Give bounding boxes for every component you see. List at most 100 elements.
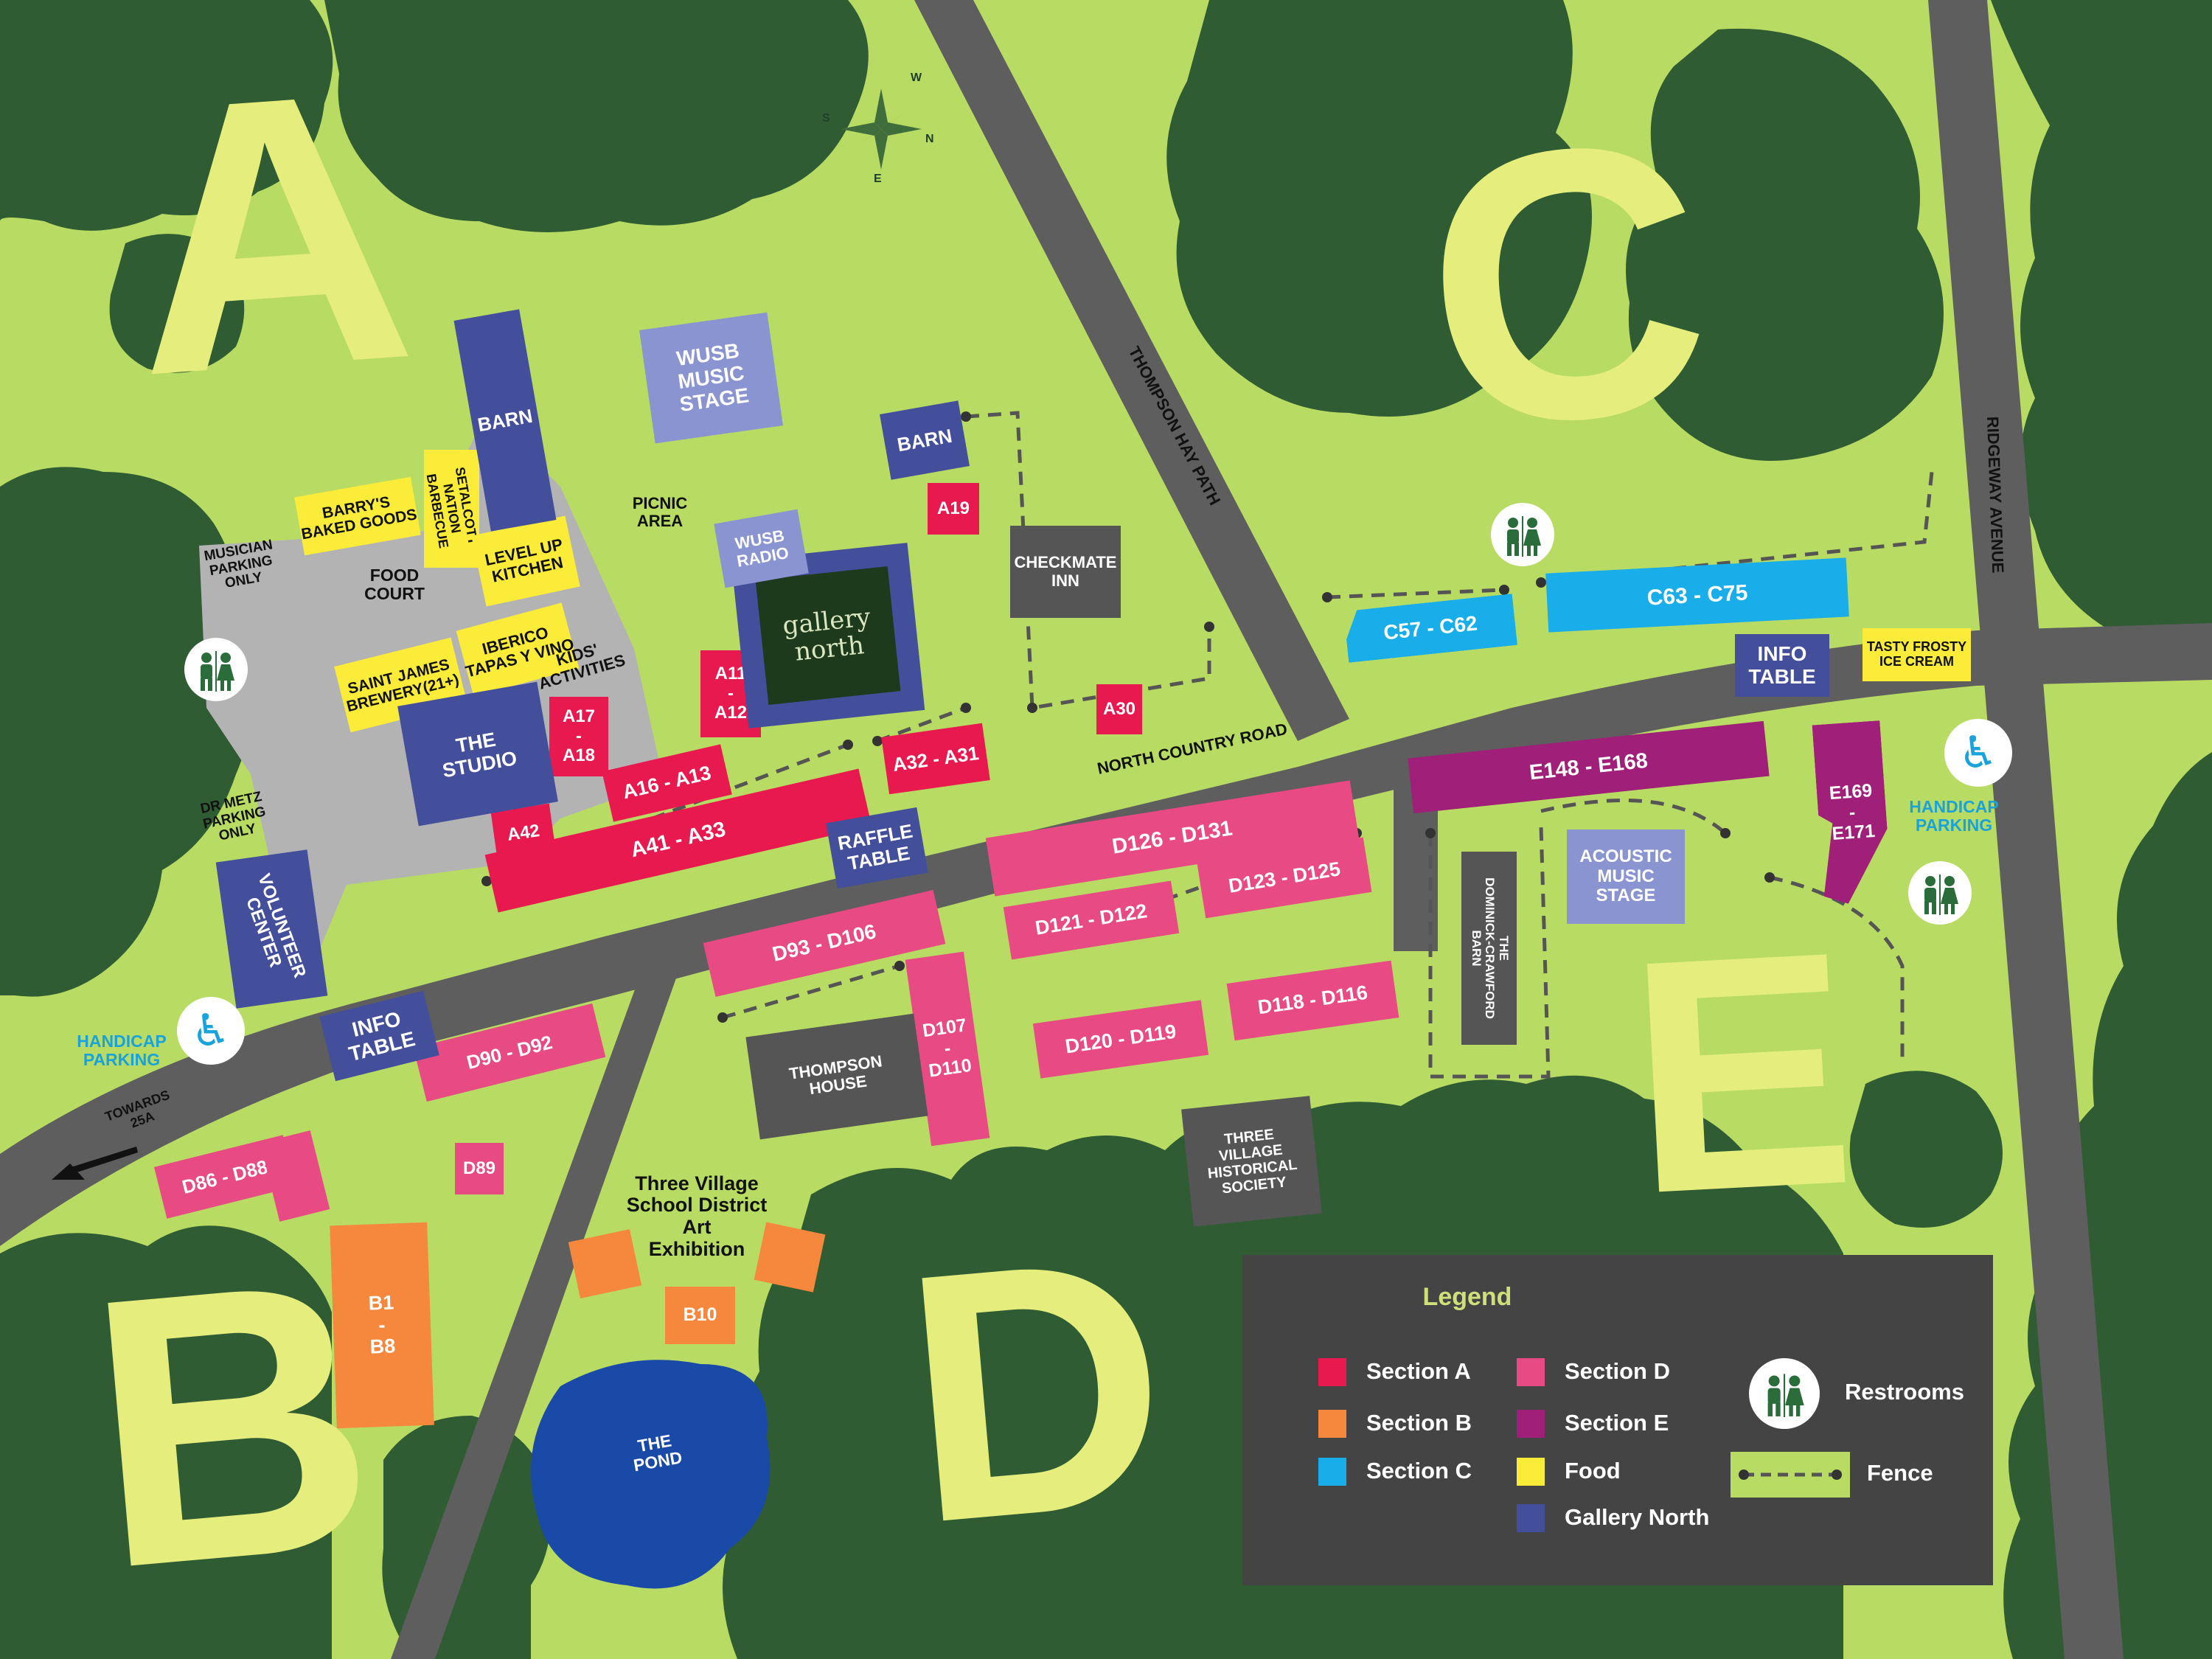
legend-label-section-c: Section C xyxy=(1366,1458,1472,1484)
legend-label-food: Food xyxy=(1565,1458,1621,1484)
compass-n: N xyxy=(925,133,934,145)
booth-b1-b8[interactable]: B1 - B8 xyxy=(330,1222,434,1429)
booth-a19[interactable]: A19 xyxy=(928,483,979,535)
restroom-icon xyxy=(184,638,248,701)
ridgeway-avenue xyxy=(1928,0,2124,1659)
building-label: CHECKMATE INN xyxy=(1014,553,1117,590)
booth-d89[interactable]: D89 xyxy=(455,1143,504,1194)
building-historical-society[interactable]: THREE VILLAGE HISTORICAL SOCIETY xyxy=(1181,1096,1322,1227)
booth-label: B10 xyxy=(683,1304,717,1326)
gallery-label: BARN xyxy=(476,404,535,437)
booth-label: C63 - C75 xyxy=(1646,580,1749,611)
legend-swatch-section-a xyxy=(1318,1358,1346,1386)
arrow-left-icon xyxy=(52,1147,138,1180)
gallery-label: INFO TABLE xyxy=(1748,641,1816,688)
restroom-icon xyxy=(1749,1358,1820,1429)
stage-label: WUSB RADIO xyxy=(734,526,790,571)
section-letter-c: C xyxy=(1410,59,1723,510)
booth-label: B1 - B8 xyxy=(368,1291,396,1358)
compass-rose-icon: N W S E xyxy=(822,72,934,185)
area-label: DR METZ PARKING ONLY xyxy=(198,788,268,845)
compass-e: E xyxy=(874,173,882,185)
legend-swatch-section-b xyxy=(1318,1410,1346,1438)
side-road xyxy=(1394,767,1438,951)
gallery-label: BARN xyxy=(895,424,954,456)
restroom-glyph xyxy=(1767,1374,1804,1417)
food-tasty-frosty[interactable]: TASTY FROSTY ICE CREAM xyxy=(1863,628,1971,681)
section-letter-a: A xyxy=(118,10,424,456)
section-letter-e: E xyxy=(1621,883,1862,1264)
fence-posts xyxy=(481,411,1775,1023)
booth-a42[interactable]: A42 xyxy=(490,803,557,863)
booth-b10[interactable]: B10 xyxy=(665,1287,735,1344)
gallery-label: RAFFLE TABLE xyxy=(835,819,915,874)
food-setalcott-barbecue[interactable]: SETALCOTT NATION BARBECUE xyxy=(424,450,481,568)
booth-label: D89 xyxy=(462,1158,496,1178)
restroom-icon xyxy=(1491,503,1554,566)
building-label: THOMPSON HOUSE xyxy=(787,1051,883,1099)
booth-label: E148 - E168 xyxy=(1528,748,1649,785)
area-label: THE POND xyxy=(632,1430,684,1475)
gallery-label: THE STUDIO xyxy=(440,728,519,782)
label-handicap-parking-east: HANDICAP PARKING xyxy=(1895,794,2013,838)
building-dominick-crawford-barn[interactable]: THE DOMINICK-CRAWFORD BARN xyxy=(1461,852,1517,1045)
legend-panel: Legend Section A Section B Section C Sec… xyxy=(1242,1255,1993,1585)
legend-label-section-b: Section B xyxy=(1366,1410,1472,1436)
gallery-info-table-east[interactable]: INFO TABLE xyxy=(1735,634,1829,697)
booth-label: D121 - D122 xyxy=(1033,900,1149,939)
area-label: FOOD COURT xyxy=(364,565,425,603)
booth-label: D120 - D119 xyxy=(1063,1020,1178,1058)
restroom-glyph xyxy=(201,651,234,692)
booth-label: A42 xyxy=(506,820,541,845)
booth-label: D126 - D131 xyxy=(1110,816,1234,859)
legend-swatch-section-d xyxy=(1517,1358,1545,1386)
booth-label: A16 - A13 xyxy=(620,761,714,804)
gallery-label: INFO TABLE xyxy=(346,1007,418,1066)
booth-label: A19 xyxy=(936,498,970,518)
building-label: THREE VILLAGE HISTORICAL SOCIETY xyxy=(1206,1126,1298,1197)
food-label: TASTY FROSTY ICE CREAM xyxy=(1866,639,1967,669)
food-label: BARRY'S BAKED GOODS xyxy=(299,493,419,543)
building-checkmate-inn[interactable]: CHECKMATE INN xyxy=(1010,526,1121,618)
legend-swatch-section-e xyxy=(1517,1410,1545,1438)
booth-label: A30 xyxy=(1102,698,1136,719)
restroom-icon xyxy=(1908,861,1972,925)
fence-icon xyxy=(1739,1470,1842,1480)
area-label: PICNIC AREA xyxy=(632,493,688,530)
south-road xyxy=(391,951,686,1659)
label-picnic-area: PICNIC AREA xyxy=(616,487,704,538)
booth-a30[interactable]: A30 xyxy=(1096,684,1142,734)
label-handicap-parking-west: HANDICAP PARKING xyxy=(66,1029,177,1073)
area-label: HANDICAP PARKING xyxy=(77,1031,167,1069)
restroom-glyph xyxy=(1924,874,1958,915)
label-art-exhibition: Three Village School District Art Exhibi… xyxy=(601,1165,793,1268)
building-label: THE DOMINICK-CRAWFORD BARN xyxy=(1469,877,1511,1019)
gallery-barn-small[interactable]: BARN xyxy=(880,400,970,480)
booth-label: D90 - D92 xyxy=(464,1031,555,1074)
stage-label: ACOUSTIC MUSIC STAGE xyxy=(1579,846,1672,906)
legend-swatch-gallery-north xyxy=(1517,1504,1545,1532)
stage-acoustic-music[interactable]: ACOUSTIC MUSIC STAGE xyxy=(1567,830,1685,924)
booth-a17-a18[interactable]: A17 - A18 xyxy=(549,697,608,776)
handicap-icon: ♿ xyxy=(1944,719,2012,787)
booth-label: D123 - D125 xyxy=(1226,857,1342,897)
legend-label-section-e: Section E xyxy=(1565,1410,1669,1436)
legend-title: Legend xyxy=(1422,1283,1512,1311)
restroom-glyph xyxy=(1507,516,1541,557)
area-label: Three Village School District Art Exhibi… xyxy=(626,1172,768,1260)
booth-label: D86 - D88 xyxy=(179,1155,271,1198)
booth-label: A41 - A33 xyxy=(628,817,728,863)
stage-wusb-music[interactable]: WUSB MUSIC STAGE xyxy=(639,312,783,444)
pond xyxy=(531,1360,771,1589)
stage-label: WUSB MUSIC STAGE xyxy=(675,338,751,417)
compass-w: W xyxy=(911,72,922,84)
area-label: MUSICIAN PARKING ONLY xyxy=(203,536,274,592)
gallery-label: VOLUNTEER CENTER xyxy=(241,871,310,981)
gallery-the-studio[interactable]: THE STUDIO xyxy=(397,681,558,827)
area-label: HANDICAP PARKING xyxy=(1909,796,1999,835)
legend-swatch-section-c xyxy=(1318,1458,1346,1486)
legend-label-fence: Fence xyxy=(1867,1460,1933,1486)
